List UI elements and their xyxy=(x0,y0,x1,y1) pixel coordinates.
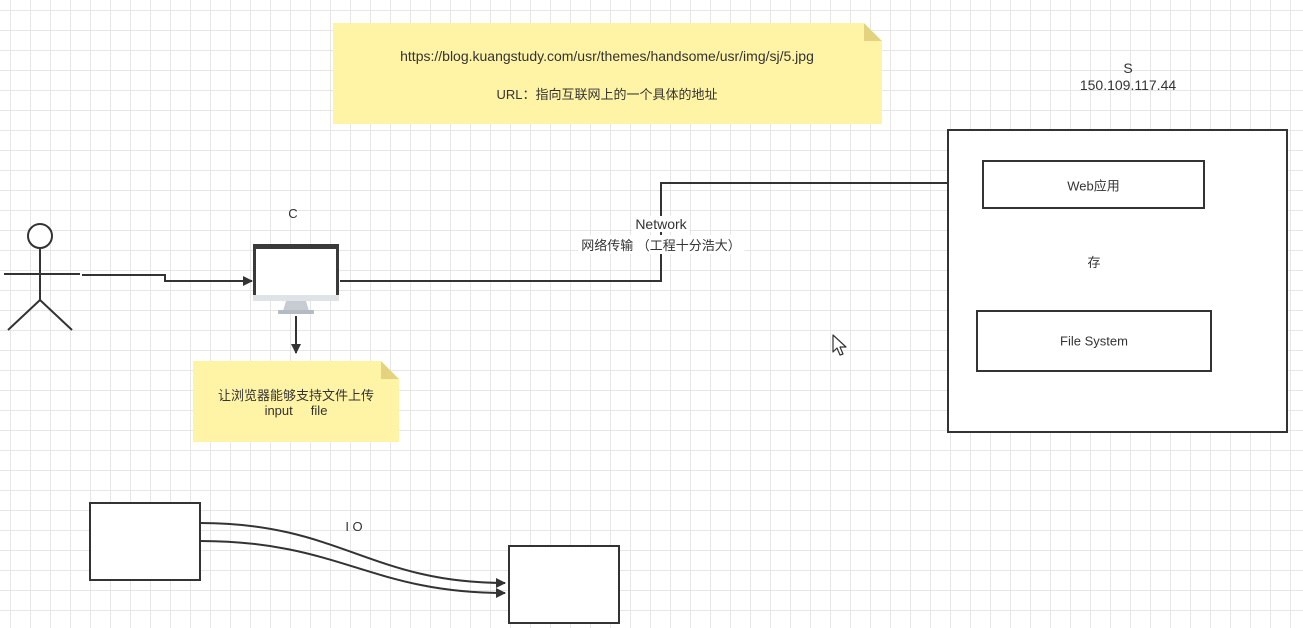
store-connector-label: 存 xyxy=(1085,252,1103,271)
stick-figure-user-icon[interactable] xyxy=(4,214,80,334)
mouse-pointer-icon xyxy=(832,334,847,356)
upload-note-input-file: input file xyxy=(264,403,328,418)
file-system-label: File System xyxy=(1060,333,1128,349)
computer-to-webapp-connector xyxy=(340,178,981,282)
io-stream-connector-bottom xyxy=(199,540,506,598)
web-app-box[interactable]: Web应用 xyxy=(982,160,1205,209)
io-target-box[interactable] xyxy=(508,545,620,624)
url-note-link-text: https://blog.kuangstudy.com/usr/themes/h… xyxy=(400,48,814,64)
computer-monitor-icon[interactable] xyxy=(252,243,340,317)
upload-note-description: 让浏览器能够支持文件上传 xyxy=(217,388,375,403)
network-label: Network xyxy=(632,216,690,232)
upload-note[interactable]: 让浏览器能够支持文件上传 input file xyxy=(193,361,399,442)
server-name-label: S xyxy=(1123,60,1133,76)
client-label: C xyxy=(288,206,298,221)
io-source-box[interactable] xyxy=(89,502,201,581)
server-ip-label: 150.109.117.44 xyxy=(1079,77,1177,93)
url-note[interactable]: https://blog.kuangstudy.com/usr/themes/h… xyxy=(333,23,882,124)
web-app-label: Web应用 xyxy=(1067,178,1120,193)
network-description: 网络传输 （工程十分浩大） xyxy=(578,235,744,254)
actor-to-computer-connector xyxy=(82,274,253,286)
url-note-description: URL：指向互联网上的一个具体的地址 xyxy=(496,87,718,102)
file-system-box[interactable]: File System xyxy=(976,310,1212,372)
io-label: I O xyxy=(345,519,363,534)
io-stream-connector-top xyxy=(199,522,506,588)
